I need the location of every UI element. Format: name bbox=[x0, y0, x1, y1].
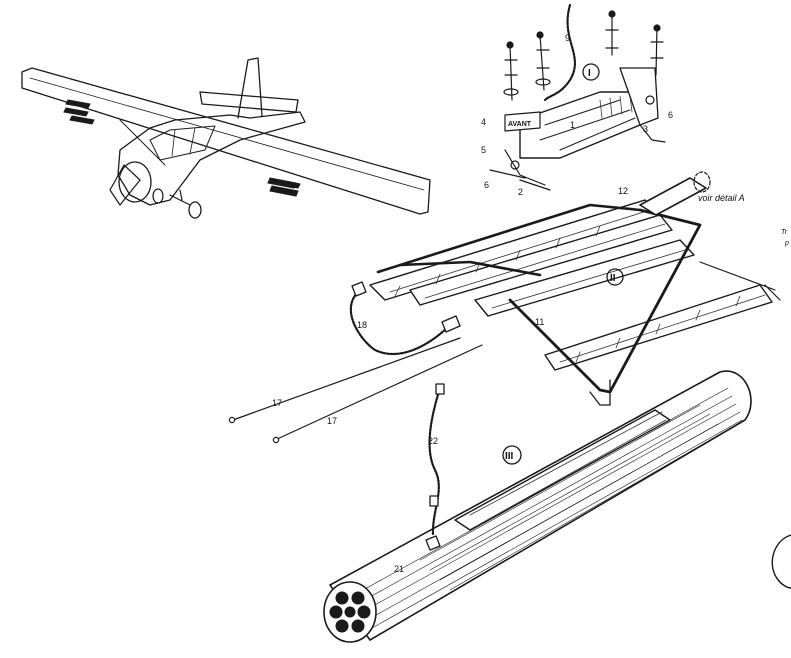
callout-2: 2 bbox=[518, 187, 523, 197]
aircraft-fuselage bbox=[117, 111, 306, 206]
mount-right-flange bbox=[619, 67, 659, 126]
clipped-text-1: Tr bbox=[781, 229, 788, 236]
cable-18-and-rods: 18 17 17 bbox=[228, 281, 483, 444]
frame-top-bar bbox=[376, 203, 642, 274]
rod-17-a-end bbox=[228, 416, 236, 424]
aircraft-wing bbox=[21, 67, 431, 215]
aircraft-fin bbox=[237, 57, 263, 119]
aircraft-cockpit-frames bbox=[171, 127, 196, 157]
callout-6b: 6 bbox=[668, 110, 673, 120]
aircraft-cockpit bbox=[149, 125, 216, 161]
cable-22 bbox=[428, 386, 442, 537]
aircraft-gear-strut bbox=[169, 189, 191, 206]
avant-label: AVANT bbox=[508, 121, 532, 128]
cable-18-plugs bbox=[351, 281, 461, 333]
rail-frame-assembly: voir détail A II 12 11 bbox=[369, 171, 781, 406]
callout-6a: 6 bbox=[484, 180, 489, 190]
callout-22: 22 bbox=[428, 436, 438, 446]
callout-1: 1 bbox=[570, 120, 575, 130]
frame-cross-bar bbox=[398, 260, 542, 277]
aircraft-wheel-front bbox=[152, 188, 164, 204]
roman-II-label: II bbox=[610, 273, 616, 284]
aircraft-nose bbox=[118, 161, 152, 203]
mount-bracket-ribs bbox=[539, 99, 636, 151]
pod-tubes bbox=[329, 591, 371, 633]
rod-17-b-end bbox=[272, 436, 280, 444]
rod-17-b bbox=[274, 344, 483, 441]
cable-22-plugs bbox=[429, 383, 445, 507]
callout-9: 9 bbox=[565, 33, 570, 43]
callout-11: 11 bbox=[535, 317, 544, 327]
rocket-pod-assembly: III 22 21 bbox=[323, 370, 752, 643]
pod-body bbox=[329, 370, 752, 641]
avant-plate bbox=[504, 111, 541, 132]
callout-17a: 17 bbox=[272, 398, 282, 408]
callout-21: 21 bbox=[394, 564, 404, 574]
roman-III-circle bbox=[502, 445, 522, 465]
roman-I-circle bbox=[582, 63, 600, 81]
cable-9 bbox=[543, 3, 576, 102]
clipped-text-2: p bbox=[784, 240, 789, 247]
roman-I-label: I bbox=[588, 68, 591, 79]
roman-II-circle bbox=[606, 268, 624, 286]
mount-bolts bbox=[503, 10, 664, 101]
rail-hatching bbox=[389, 209, 766, 363]
pod-rail-hatch bbox=[469, 411, 667, 525]
mount-lower-hardware bbox=[489, 124, 666, 191]
mount-bracket-assembly: AVANT I 9 4 5 6 1 2 3 6 bbox=[481, 3, 673, 197]
frame-rear-rods bbox=[699, 261, 781, 301]
clipped-right-edge: Tr p bbox=[771, 229, 791, 589]
callout-18: 18 bbox=[357, 320, 367, 330]
aircraft-illustration bbox=[21, 57, 431, 219]
frame-lower-foot bbox=[589, 379, 611, 406]
callout-4: 4 bbox=[481, 117, 486, 127]
pod-connector bbox=[425, 535, 441, 551]
pod-rail bbox=[454, 409, 671, 531]
rod-17-a bbox=[232, 337, 461, 421]
callout-5: 5 bbox=[481, 145, 486, 155]
aircraft-stabilizer bbox=[199, 91, 299, 113]
aircraft-propeller bbox=[109, 164, 141, 206]
aircraft-wheel bbox=[188, 201, 202, 219]
callout-17b: 17 bbox=[327, 416, 337, 426]
detail-a-circle bbox=[693, 171, 711, 193]
cable-18 bbox=[349, 290, 452, 356]
mount-washer bbox=[510, 160, 520, 170]
callout-3: 3 bbox=[643, 124, 648, 134]
mount-bracket-hatching bbox=[599, 95, 633, 119]
frame-front-tube bbox=[639, 177, 707, 216]
roman-III-label: III bbox=[505, 451, 514, 462]
detail-a-note: voir détail A bbox=[698, 193, 745, 203]
underwing-launchers bbox=[63, 99, 301, 197]
aircraft-wing-edge bbox=[29, 77, 425, 191]
aircraft-strut bbox=[119, 119, 166, 166]
clipped-partial-shape bbox=[771, 534, 791, 589]
mount-washer-right bbox=[645, 95, 655, 105]
callout-12: 12 bbox=[618, 186, 628, 196]
